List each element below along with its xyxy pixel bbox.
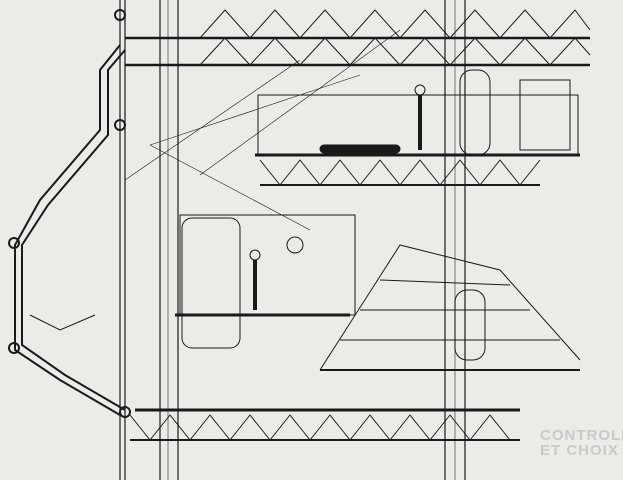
middle-deck	[129, 214, 520, 441]
drawing-title: CONTROLE ET CHOIX	[540, 428, 623, 458]
roof-truss	[319, 244, 581, 371]
vertical-columns	[119, 0, 466, 480]
top-truss	[125, 9, 591, 67]
title-line-1: CONTROLE	[540, 427, 623, 444]
cables	[124, 29, 401, 231]
title-line-2: ET CHOIX	[540, 442, 619, 459]
left-arm	[8, 9, 131, 418]
upper-deck	[255, 69, 580, 186]
